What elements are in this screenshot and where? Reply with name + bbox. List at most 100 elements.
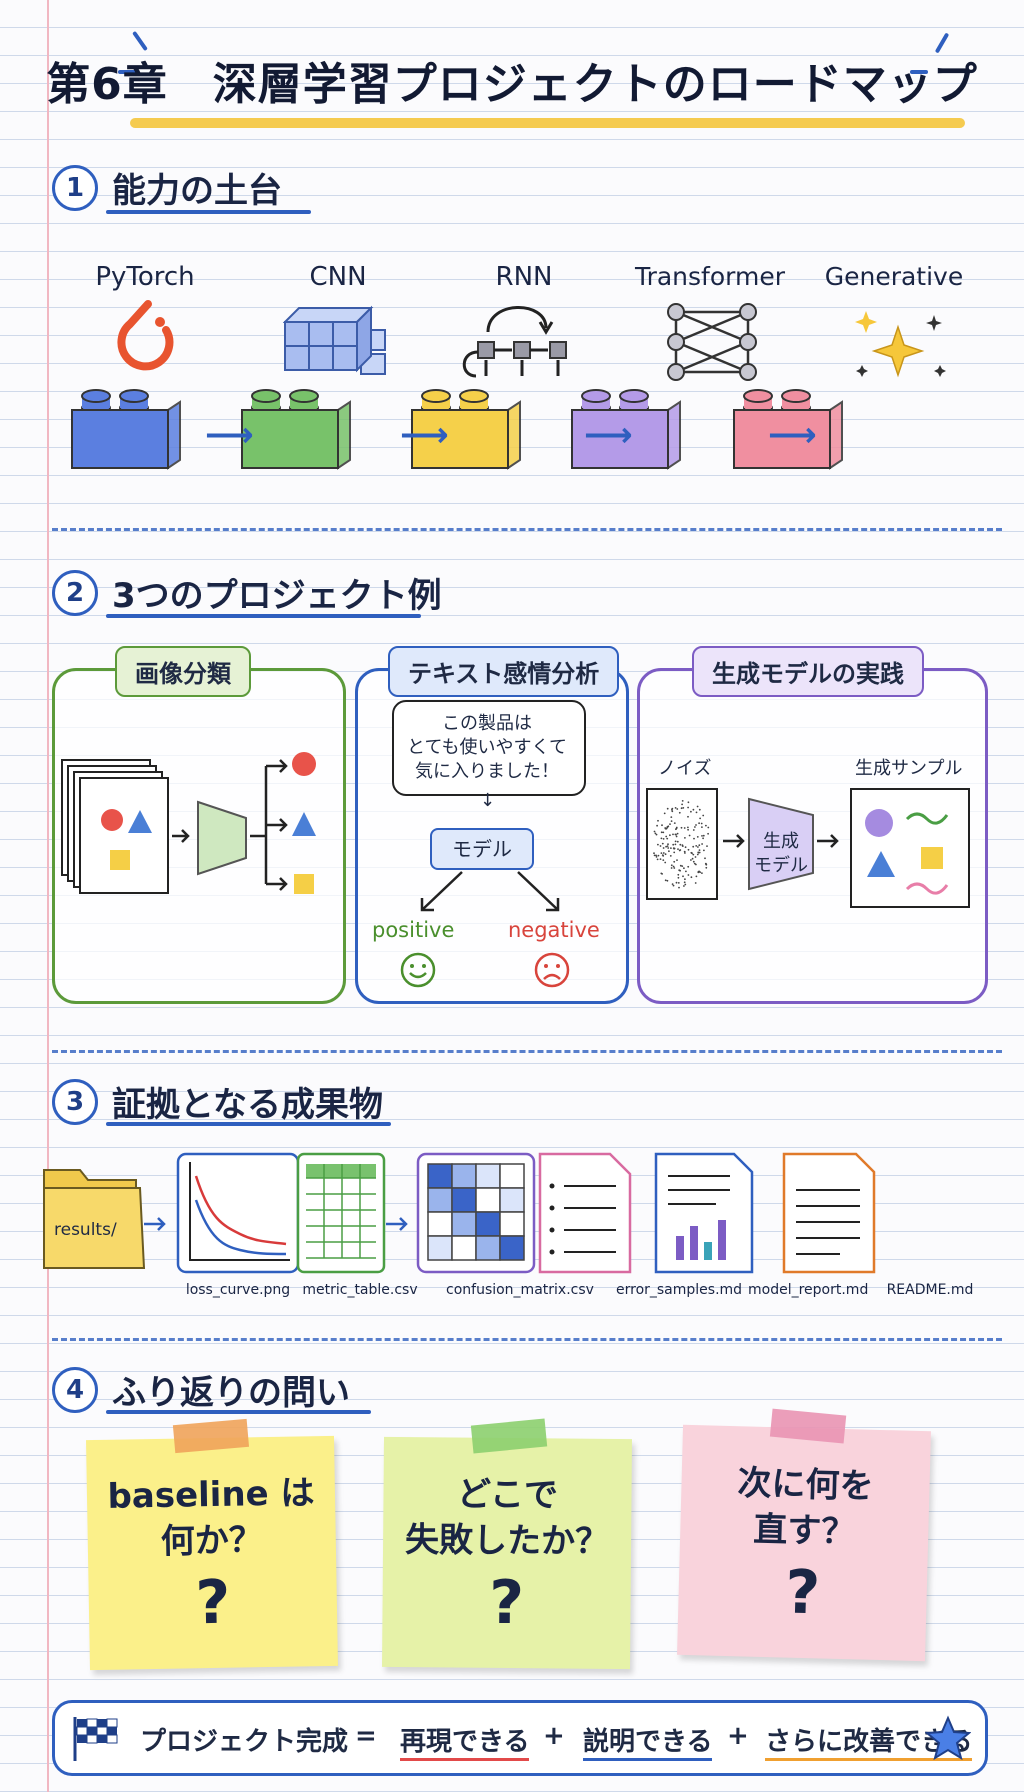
rnn-loop-icon [462,306,567,378]
sparkle-icon [855,311,946,378]
section-2-heading: 2 3つのプロジェクト例 [52,568,442,617]
arrow-pytorch-cnn: ⟶ [205,415,254,455]
sticky-note-next-fix: 次に何を 直す？ ? [677,1408,931,1662]
cnn-cube-icon [283,305,386,375]
section-1-underline [106,210,311,214]
section-1-number: 1 [52,164,98,211]
arrow-transformer-generative: ⟶ [768,415,817,455]
section-2-title: 3つのプロジェクト例 [112,576,442,616]
gen-model-line-2: モデル [754,855,808,876]
sentiment-split-arrows [420,871,560,912]
review-speech-bubble [392,700,586,796]
note-1-line-2: 何か？ [160,1520,264,1562]
notebook-margin-line [47,0,49,1792]
artifacts-pipeline [43,1152,876,1274]
file-metric-table: metric_table.csv [302,1282,418,1298]
footer-summary: プロジェクト完成 = 再現できる + 説明できる + さらに改善できる [52,1700,988,1776]
block-rnn [411,389,521,470]
sticky-note-baseline: baseline は 何か？ ? [86,1418,338,1671]
section-2-number: 2 [52,569,98,616]
note-3-line-1: 次に何を [737,1463,875,1507]
section-3-heading: 3 証拠となる成果物 [52,1077,383,1126]
project-image-title: 画像分類 [115,646,251,697]
section-3-title: 証拠となる成果物 [112,1085,383,1125]
note-tape-1 [172,1418,250,1454]
note-tape-3 [769,1408,847,1444]
block-label-generative: Generative [824,262,964,291]
capability-blocks [71,389,843,470]
section-3-number: 3 [52,1078,98,1125]
block-label-transformer: Transformer [634,262,785,291]
arrow-to-model: ↓ [480,790,496,811]
footer-explainable: 説明できる [583,1721,713,1761]
image-classification-illustration [61,752,316,894]
review-line-3: 気に入りました！ [415,761,559,782]
note-tape-2 [470,1418,548,1454]
block-generative [733,389,843,470]
footer-plus-2: + [727,1721,749,1751]
note-1-line-1: baseline は [107,1473,315,1517]
sentiment-model-box: モデル [430,828,534,870]
section-4-title: ふり返りの問い [112,1373,350,1413]
block-pytorch [71,389,181,470]
checkered-flag-icon [73,1717,118,1761]
sticky-note-failure: どこで 失敗したか？ ? [382,1418,632,1670]
title-dash-left [118,70,136,74]
block-label-cnn: CNN [309,262,367,292]
review-line-1: この製品は [442,713,532,734]
divider-2 [52,1050,1002,1053]
arrow-cnn-rnn: ⟶ [400,415,449,455]
footer-reproducible: 再現できる [400,1721,530,1761]
page-title: 第6章 深層学習プロジェクトのロードマップ [46,59,978,110]
note-2-line-2: 失敗したか？ [404,1520,610,1562]
file-loss-curve: loss_curve.png [185,1282,291,1298]
project-text-title: テキスト感情分析 [388,646,620,697]
section-1-title: 能力の土台 [112,171,282,211]
results-folder-label: results/ [54,1220,117,1240]
review-text: この製品は とても使いやすくて 気に入りました！ [392,712,582,784]
divider-1 [52,528,1002,531]
section-4-underline [106,1410,371,1414]
question-mark-icon: ? [784,1557,822,1629]
arrow-rnn-transformer: ⟶ [584,415,633,455]
note-2-line-1: どこで [456,1474,559,1516]
title-dash-right [910,70,928,74]
note-3-text: 次に何を 直す？ [680,1459,930,1557]
question-mark-icon: ? [194,1567,231,1639]
question-mark-icon: ? [488,1567,525,1639]
section-4-number: 4 [52,1366,98,1413]
star-icon [925,1715,971,1761]
block-cnn [241,389,351,470]
note-3-line-2: 直す？ [752,1509,856,1553]
section-4-heading: 4 ふり返りの問い [52,1365,350,1414]
file-model-report: model_report.md [748,1282,869,1298]
review-line-2: とても使いやすくて [406,737,568,758]
file-readme: README.md [886,1282,974,1298]
block-label-rnn: RNN [495,262,553,292]
sad-face-icon [534,952,570,988]
section-3-underline [106,1122,391,1126]
note-1-text: baseline は 何か？ [87,1470,337,1566]
block-transformer [571,389,681,470]
noise-label: ノイズ [658,758,712,779]
note-2-text: どこで 失敗したか？ [383,1471,632,1565]
negative-label: negative [508,918,600,942]
samples-label: 生成サンプル [855,758,963,779]
generative-pipeline-illustration [646,788,970,908]
project-gen-title: 生成モデルの実践 [692,646,924,697]
file-confusion-matrix: confusion_matrix.csv [446,1282,594,1298]
file-error-samples: error_samples.md [616,1282,743,1298]
pytorch-flame-icon [117,300,174,371]
positive-label: positive [372,918,455,942]
section-1-heading: 1 能力の土台 [52,163,282,212]
footer-equals: = [355,1721,377,1751]
happy-face-icon [400,952,436,988]
title-highlight [130,118,965,128]
gen-model-line-1: 生成 [763,831,799,852]
footer-project-complete: プロジェクト完成 [140,1727,349,1757]
block-label-pytorch: PyTorch [95,262,195,292]
transformer-network-icon [667,303,757,381]
gen-model-label: 生成 モデル [749,830,813,878]
divider-3 [52,1338,1002,1341]
footer-plus-1: + [543,1721,565,1751]
